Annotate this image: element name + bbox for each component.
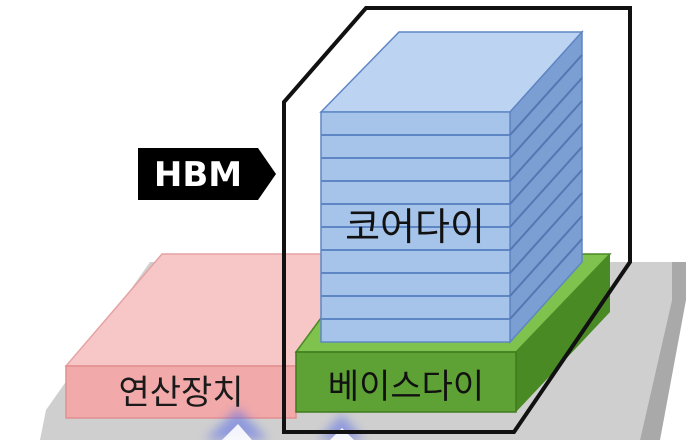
hbm-tag: HBM <box>138 148 276 200</box>
compute-unit-block: 연산장치 <box>64 253 362 419</box>
core-die-label: 코어다이 <box>345 205 485 249</box>
hbm-tag-label: HBM <box>154 155 242 195</box>
core-die-layer-side-line <box>509 146 583 228</box>
core-die-layer-side-line <box>509 215 583 297</box>
core-die-layer-side-line <box>509 100 583 182</box>
core-die-layer-side-line <box>509 54 583 136</box>
compute-unit-label: 연산장치 <box>118 373 243 413</box>
core-die-layer-side-line <box>509 77 583 159</box>
substrate-right-edge <box>640 262 686 440</box>
core-die-layer-side-line <box>509 123 583 205</box>
base-die-side <box>516 254 610 412</box>
hbm-outline <box>282 6 632 434</box>
base-die-label: 베이스다이 <box>328 367 484 407</box>
core-die-stack: 코어다이 <box>319 30 584 344</box>
hbm-tag-shape <box>138 148 276 200</box>
compute-unit-front <box>65 365 297 419</box>
core-die-layer-lines <box>321 54 583 320</box>
core-die-layer-side-line <box>509 169 583 251</box>
connection-arrow-left <box>222 424 252 440</box>
base-die-front <box>295 351 517 413</box>
core-die-layer-side-line <box>509 238 583 320</box>
core-die-layer-side-line <box>509 192 583 274</box>
